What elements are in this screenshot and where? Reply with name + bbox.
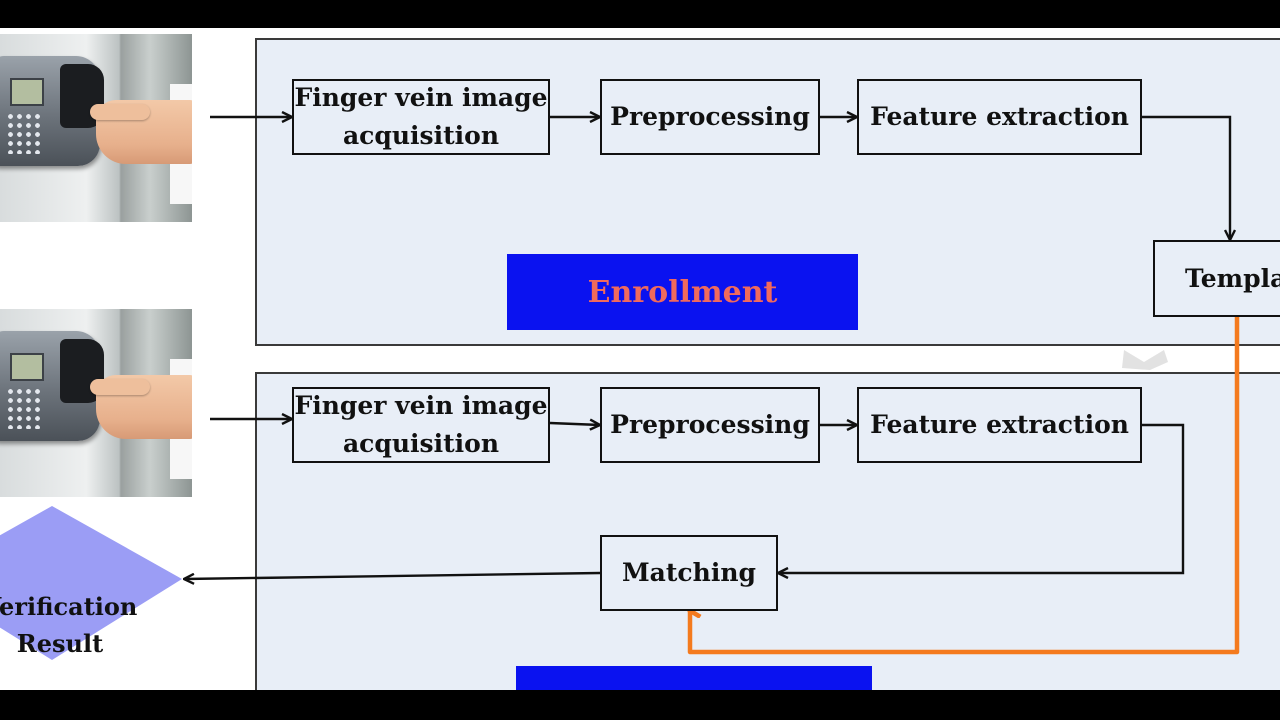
- verification-result-label: Verification Result: [0, 592, 138, 658]
- faint-mark-icon: [1122, 350, 1168, 370]
- enroll-acquisition-label: Finger vein image acquisition: [294, 83, 548, 150]
- scanner-screen-icon: [10, 353, 44, 381]
- verify-acquisition-label: Finger vein image acquisition: [294, 391, 548, 458]
- finger-icon: [90, 104, 150, 120]
- enroll-preprocessing-box: Preprocessing: [600, 79, 820, 155]
- scanner-screen-icon: [10, 78, 44, 106]
- arrow-template-to-matching: [690, 316, 1240, 655]
- matching-box: Matching: [600, 535, 778, 611]
- arrow-feature-to-template: [1142, 115, 1230, 240]
- enroll-feature-extraction-box: Feature extraction: [857, 79, 1142, 155]
- verify-preprocessing-box: Preprocessing: [600, 387, 820, 463]
- verify-preprocessing-label: Preprocessing: [610, 410, 810, 439]
- verification-banner: [516, 666, 872, 690]
- verify-acquisition-box: Finger vein image acquisition: [292, 387, 550, 463]
- template-box: Templat: [1153, 240, 1280, 317]
- enroll-preprocessing-label: Preprocessing: [610, 102, 810, 131]
- finger-icon: [90, 379, 150, 395]
- verification-result-text: Verification Result: [0, 551, 160, 662]
- verify-feature-extraction-label: Feature extraction: [870, 410, 1129, 439]
- finger-vein-scanner-photo-verification: [0, 309, 192, 497]
- arrow-feature-to-matching: [778, 423, 1185, 573]
- arrow-acquisition-to-preprocessing-verify: [549, 423, 600, 425]
- finger-vein-scanner-photo-enrollment: [0, 34, 192, 222]
- enrollment-banner: Enrollment: [507, 254, 858, 330]
- connector-lines: [0, 28, 1240, 660]
- verification-result-diamond: [0, 506, 182, 660]
- matching-label: Matching: [622, 558, 756, 587]
- template-label: Templat: [1185, 263, 1280, 293]
- diagram-canvas: Finger vein image acquisition Preprocess…: [0, 28, 1280, 690]
- enroll-feature-extraction-label: Feature extraction: [870, 102, 1129, 131]
- verify-feature-extraction-box: Feature extraction: [857, 387, 1142, 463]
- enrollment-banner-label: Enrollment: [587, 274, 778, 310]
- enroll-acquisition-box: Finger vein image acquisition: [292, 79, 550, 155]
- arrow-matching-to-result: [184, 571, 601, 579]
- scanner-keypad-icon: [6, 387, 42, 429]
- scanner-keypad-icon: [6, 112, 42, 154]
